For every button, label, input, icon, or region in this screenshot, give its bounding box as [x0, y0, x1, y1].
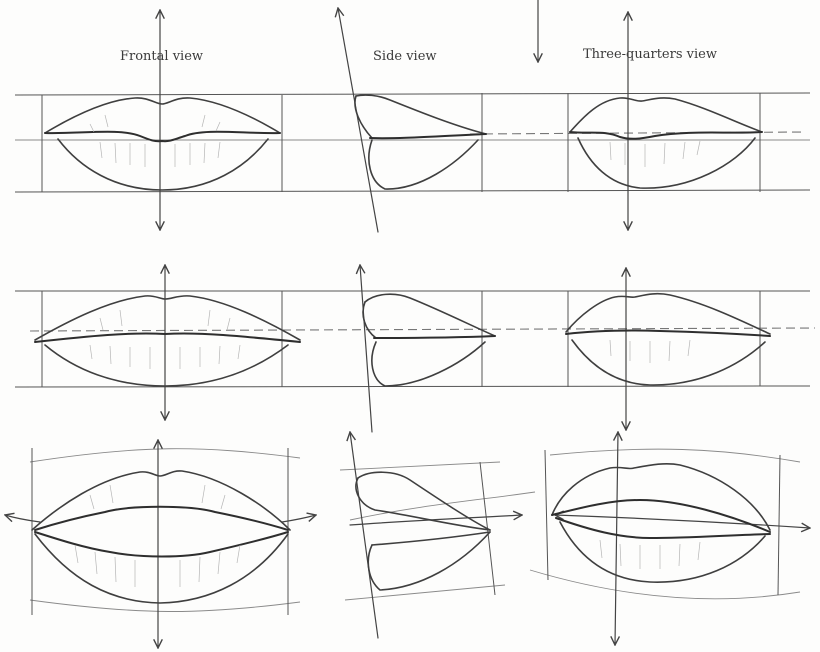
upper-lip-outline — [44, 97, 281, 134]
threeq-lips-wide — [565, 268, 771, 430]
frontal-lips-open — [5, 440, 316, 648]
threeq-upper-lip — [551, 462, 771, 531]
lower-lip-outline — [57, 138, 269, 191]
side-upper-lip — [355, 94, 487, 135]
guide-bottom-line — [14, 189, 811, 193]
threeq-lips-open — [544, 432, 810, 645]
threeq-lips-neutral — [567, 12, 763, 230]
side-lower-lip — [371, 341, 486, 387]
frontal-lips-neutral — [41, 10, 283, 230]
curved-top-guide — [29, 448, 301, 463]
guide-bottom-line — [14, 385, 811, 388]
side-lips-neutral — [338, 8, 487, 233]
row-3-open-perspective — [5, 432, 810, 648]
side-upper-lip — [357, 471, 491, 531]
upper-lip-outline — [31, 470, 291, 531]
frontal-lips-wide — [34, 265, 301, 420]
mouth-seam — [44, 130, 281, 143]
mouth-seam — [34, 332, 301, 343]
column-title-side: Side view — [373, 49, 437, 64]
inner-lower-lip — [34, 531, 289, 558]
threeq-lower-lip — [559, 521, 766, 583]
corner-arrow-right — [281, 515, 316, 523]
side-lips-open — [350, 432, 522, 639]
threeq-upper-lip — [565, 292, 771, 335]
inner-upper-lip — [34, 505, 289, 531]
side-lower-lip — [367, 531, 491, 591]
column-title-three-quarters: Three-quarters view — [583, 47, 717, 62]
guide-top-line — [14, 92, 811, 96]
curved-bottom-guide — [29, 599, 301, 612]
side-lips-wide — [360, 265, 496, 433]
side-upper-lip — [364, 293, 496, 337]
threeq-lower-lip — [577, 137, 756, 189]
side-profile-axis-arrow — [338, 8, 379, 233]
upper-lip-outline — [34, 295, 301, 341]
threeq-lower-lip — [571, 339, 766, 386]
side-lower-lip — [368, 139, 479, 190]
threeq-upper-lip — [569, 97, 763, 133]
lower-lip-outline — [34, 533, 289, 604]
corner-arrow-left — [5, 515, 41, 523]
lower-lip-outline — [44, 344, 289, 387]
row-1-neutral — [14, 8, 811, 233]
row-2-wide — [14, 265, 816, 433]
dashed-mouth-line — [29, 327, 816, 332]
